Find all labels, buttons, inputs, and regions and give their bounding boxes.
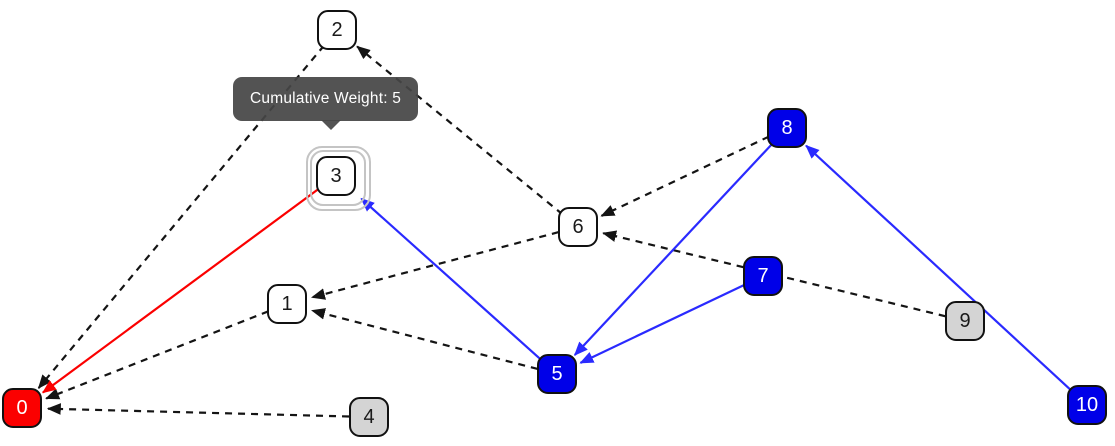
graph-node-9[interactable]: 9	[945, 301, 985, 341]
graph-node-1[interactable]: 1	[267, 284, 307, 324]
graph-node-7[interactable]: 7	[743, 256, 783, 296]
edge-3-0	[41, 188, 319, 394]
graph-node-4[interactable]: 4	[349, 397, 389, 437]
edge-9-6	[602, 230, 946, 318]
graph-node-6[interactable]: 6	[558, 207, 598, 247]
graph-node-3[interactable]: 3	[316, 156, 356, 196]
edge-6-1	[311, 231, 559, 300]
edge-5-3	[360, 197, 543, 362]
graph-node-0[interactable]: 0	[2, 388, 42, 428]
edge-8-5	[573, 141, 775, 356]
edge-8-6	[600, 135, 770, 217]
edge-7-5	[579, 283, 746, 364]
edge-1-0	[45, 310, 269, 400]
edge-4-0	[46, 403, 350, 418]
graph-node-5[interactable]: 5	[537, 354, 577, 394]
graph-node-10[interactable]: 10	[1067, 385, 1107, 425]
graph-node-2[interactable]: 2	[317, 10, 357, 50]
edge-5-1	[311, 308, 538, 371]
edge-6-2	[356, 45, 564, 216]
edge-10-8	[805, 144, 1074, 393]
edge-2-0	[37, 44, 326, 389]
graph-node-8[interactable]: 8	[767, 108, 807, 148]
